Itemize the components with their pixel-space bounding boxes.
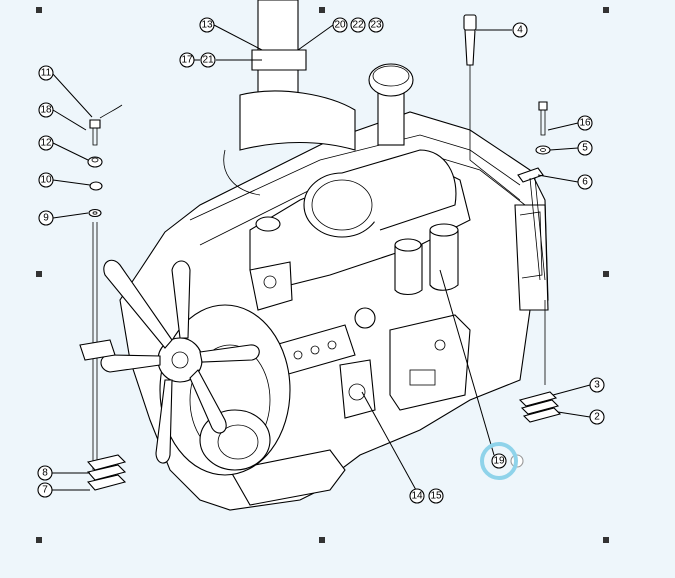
svg-text:20: 20 [334, 20, 346, 31]
callout-2[interactable]: 2 [589, 409, 605, 425]
handle-middle-right[interactable] [603, 271, 609, 277]
cooling-fan [100, 259, 260, 464]
svg-text:21: 21 [202, 55, 214, 66]
svg-text:15: 15 [430, 491, 442, 502]
callout-20[interactable]: 20 [332, 17, 348, 33]
callout-10[interactable]: 10 [38, 172, 54, 188]
svg-text:14: 14 [411, 491, 423, 502]
callout-22[interactable]: 22 [350, 17, 366, 33]
svg-text:17: 17 [181, 55, 193, 66]
callout-8[interactable]: 8 [37, 465, 53, 481]
svg-text:6: 6 [582, 177, 588, 188]
handle-top-left[interactable] [36, 7, 42, 13]
svg-text:10: 10 [40, 175, 52, 186]
callout-18[interactable]: 18 [38, 102, 54, 118]
svg-text:9: 9 [43, 213, 49, 224]
callout-11[interactable]: 11 [38, 65, 54, 81]
svg-text:4: 4 [517, 25, 523, 36]
callout-12[interactable]: 12 [38, 135, 54, 151]
handle-middle-left[interactable] [36, 271, 42, 277]
svg-text:5: 5 [582, 143, 588, 154]
callouts: 11 18 12 10 9 13 17 21 [37, 17, 605, 504]
callout-16[interactable]: 16 [577, 115, 593, 131]
svg-text:16: 16 [579, 118, 591, 129]
svg-text:8: 8 [42, 468, 48, 479]
svg-text:18: 18 [40, 105, 52, 116]
svg-text:12: 12 [40, 138, 52, 149]
callout-13[interactable]: 13 [199, 17, 215, 33]
svg-text:22: 22 [352, 20, 364, 31]
callout-21[interactable]: 21 [200, 52, 216, 68]
callout-5[interactable]: 5 [577, 140, 593, 156]
selection-handles[interactable] [36, 7, 609, 543]
leader-lines [51, 24, 591, 491]
engine-block [100, 0, 549, 511]
svg-text:11: 11 [41, 68, 52, 79]
svg-text:3: 3 [594, 380, 600, 391]
callout-19[interactable]: 19 [491, 453, 524, 469]
callout-14[interactable]: 14 [409, 488, 425, 504]
svg-text:23: 23 [370, 20, 382, 31]
svg-text:19: 19 [493, 456, 505, 467]
callout-4[interactable]: 4 [512, 22, 528, 38]
svg-text:7: 7 [42, 485, 48, 496]
callout-9[interactable]: 9 [38, 210, 54, 226]
callout-7[interactable]: 7 [37, 482, 53, 498]
handle-bottom-center[interactable] [319, 537, 325, 543]
handle-bottom-left[interactable] [36, 537, 42, 543]
svg-text:2: 2 [594, 412, 600, 423]
handle-top-right[interactable] [603, 7, 609, 13]
handle-top-center[interactable] [319, 7, 325, 13]
callout-6[interactable]: 6 [577, 174, 593, 190]
svg-text:13: 13 [201, 20, 213, 31]
callout-3[interactable]: 3 [589, 377, 605, 393]
callout-15[interactable]: 15 [428, 488, 444, 504]
highlight-ring [480, 442, 518, 480]
callout-17[interactable]: 17 [179, 52, 195, 68]
handle-bottom-right[interactable] [603, 537, 609, 543]
callout-23[interactable]: 23 [368, 17, 384, 33]
